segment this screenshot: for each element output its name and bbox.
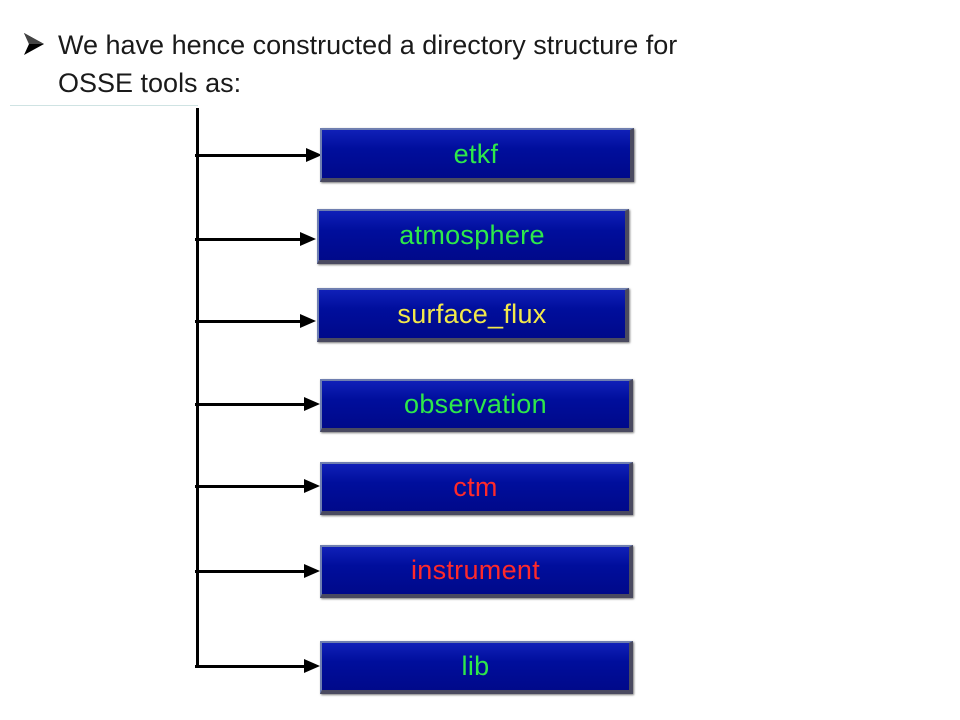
divider-line bbox=[10, 105, 198, 106]
branch-arrow-instrument bbox=[195, 564, 320, 578]
dir-label-atmosphere: atmosphere bbox=[399, 220, 545, 250]
dir-label-etkf: etkf bbox=[453, 138, 499, 169]
branch-arrow-atmosphere bbox=[195, 232, 316, 246]
dir-label-surface-flux: surface_flux bbox=[397, 298, 547, 329]
dir-box-ctm: ctm bbox=[320, 462, 633, 515]
dir-label-observation: observation bbox=[404, 389, 547, 419]
dir-box-etkf: etkf bbox=[320, 128, 634, 182]
branch-arrow-surface-flux bbox=[195, 314, 316, 328]
bullet-text: We have hence constructed a directory st… bbox=[58, 26, 677, 102]
branch-arrow-ctm bbox=[195, 479, 320, 493]
bullet-text-line-1: We have hence constructed a directory st… bbox=[58, 30, 678, 60]
branch-arrow-observation bbox=[195, 397, 320, 411]
dir-box-surface-flux: surface_flux bbox=[317, 288, 629, 342]
bullet-text-line-2: OSSE tools as: bbox=[58, 68, 242, 98]
dir-label-instrument: instrument bbox=[410, 555, 541, 585]
dir-box-atmosphere: atmosphere bbox=[317, 209, 629, 264]
branch-arrow-lib bbox=[195, 659, 320, 673]
tree-trunk-line bbox=[196, 108, 199, 668]
dir-box-lib: lib bbox=[320, 641, 633, 694]
dir-box-instrument: instrument bbox=[320, 545, 633, 598]
dir-label-lib: lib bbox=[461, 651, 490, 681]
branch-arrow-etkf bbox=[195, 148, 322, 162]
dir-label-ctm: ctm bbox=[453, 472, 498, 502]
arrowhead-bullet-icon bbox=[24, 33, 44, 55]
dir-box-observation: observation bbox=[320, 379, 633, 432]
